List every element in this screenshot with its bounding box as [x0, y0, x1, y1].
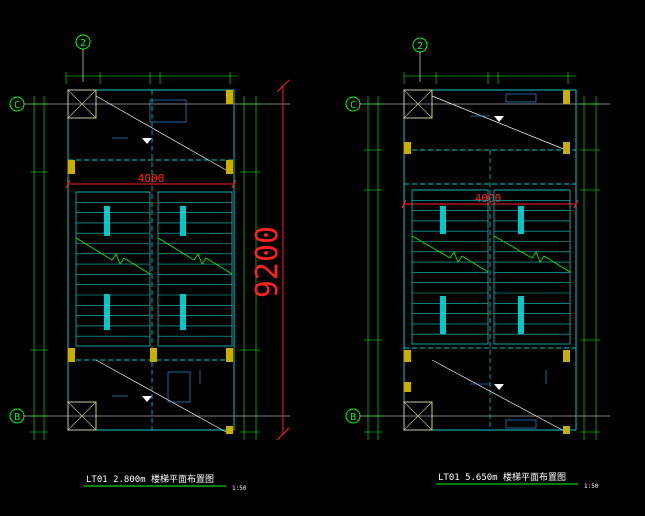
plan-scale: 1:50 [232, 485, 247, 492]
stair-flight-outline [157, 191, 233, 347]
stair-flight-outline [411, 189, 489, 345]
columns-right [403, 89, 570, 434]
stair-flight-left-b [157, 191, 233, 347]
stair-flight-right-a [411, 189, 489, 345]
overall-dimension: 9200 [250, 226, 285, 298]
plan-caption-right: LT01 5.650m 楼梯平面布置图 [438, 471, 566, 483]
plan-left: 2 C B [9, 34, 290, 492]
plan-scale-right: 1:50 [584, 483, 599, 490]
width-dimension: 4000 [138, 172, 165, 185]
plan-right: 2 C B [345, 37, 610, 490]
stair-flight-right-b [493, 189, 571, 345]
stair-flight-outline [493, 189, 571, 345]
axis-label-c-right: C [350, 100, 356, 111]
stair-flight-outline [75, 191, 151, 347]
plan-caption: LT01 2.800m 楼梯平面布置图 [86, 473, 214, 485]
axis-label-b-right: B [350, 412, 356, 423]
axis-label-2-right: 2 [417, 41, 423, 52]
axis-label-2: 2 [80, 38, 86, 49]
stair-flight-left-a [75, 191, 151, 347]
columns-left [67, 89, 233, 434]
axis-label-c: C [14, 100, 20, 111]
axis-label-b: B [14, 412, 20, 423]
